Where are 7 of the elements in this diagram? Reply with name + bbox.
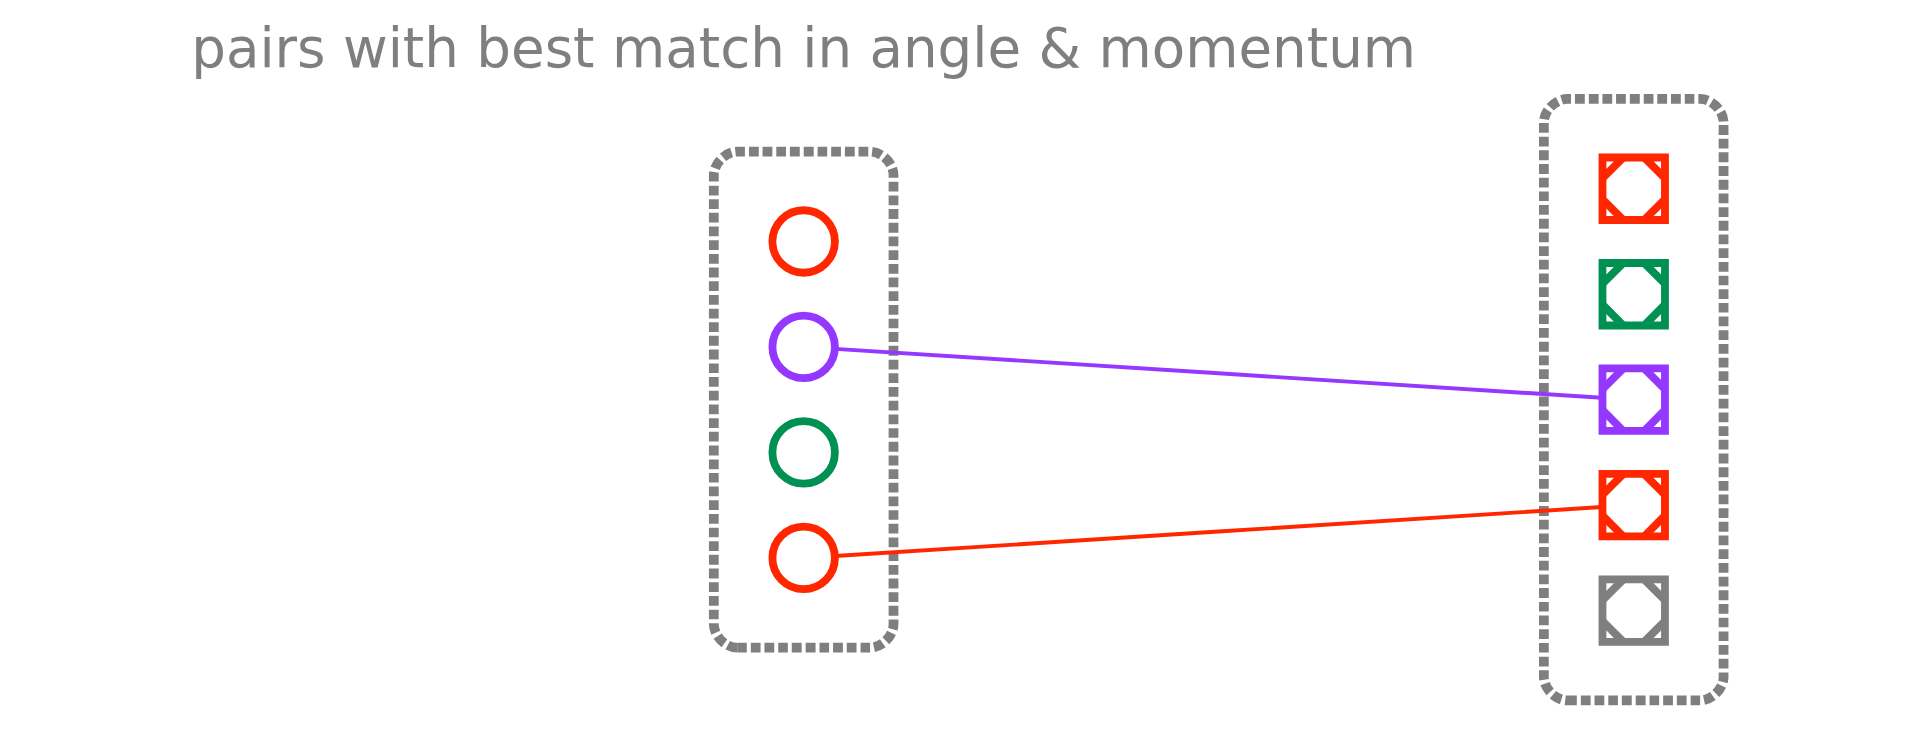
node-circle xyxy=(768,206,839,277)
node-circle xyxy=(768,522,839,594)
node-circle xyxy=(768,311,839,383)
cluster xyxy=(1538,94,1728,706)
cluster xyxy=(708,146,898,653)
label: pairs with best match in angle & momentum xyxy=(190,16,1416,81)
node-circle xyxy=(768,417,839,488)
